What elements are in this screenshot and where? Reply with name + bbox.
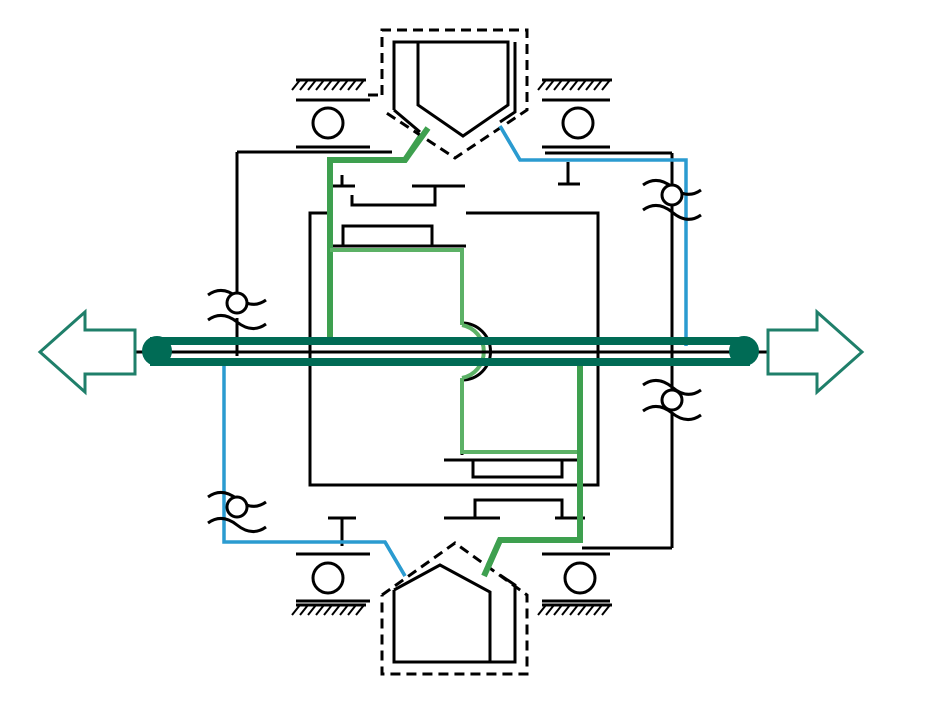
bearing-top-left [290,78,378,149]
inner-frame [308,211,600,487]
sliding-couplings [207,179,702,533]
coupling-left-lower [207,491,267,533]
coupling-right-lower [642,379,702,421]
input-motor-top [380,28,529,160]
power-path-entries [383,125,522,578]
bearing-supports [290,78,614,617]
coupling-left-upper [207,289,267,330]
bearing-bottom-left [290,552,370,617]
output-arrow-right [766,308,865,396]
output-shaft [125,336,780,366]
input-motor-bottom [380,541,529,676]
bearing-top-right [536,78,614,149]
coupling-right-upper [642,179,702,221]
outer-frame [235,150,674,550]
bearing-bottom-right [536,552,614,617]
output-arrow-left [37,308,137,396]
gear-pairs [328,162,585,546]
